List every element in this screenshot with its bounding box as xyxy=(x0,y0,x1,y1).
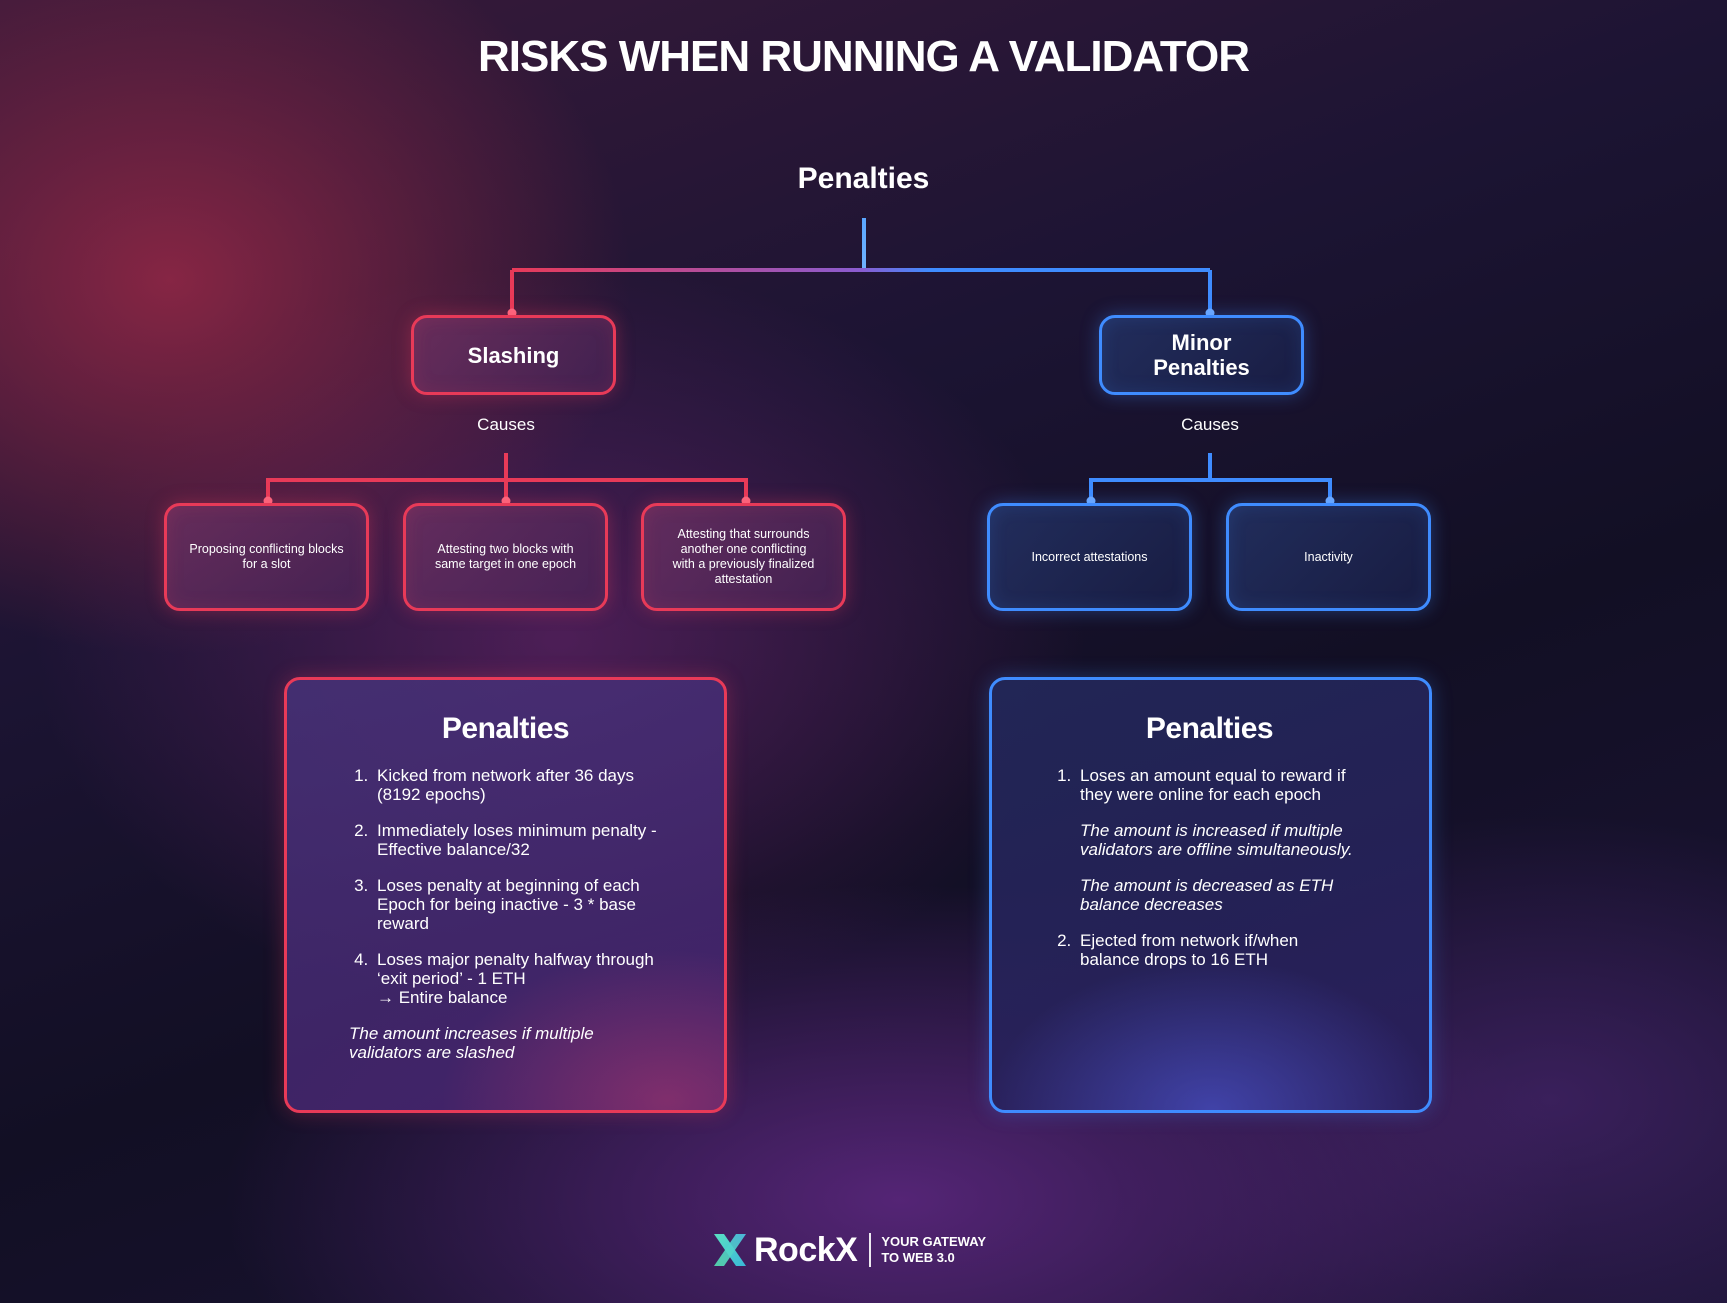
minor-penalties-node: Minor Penalties xyxy=(1099,315,1304,395)
brand-name: RockX xyxy=(754,1230,858,1269)
minor-penalties-title: Penalties xyxy=(1145,712,1274,745)
item-line: (8192 epochs) xyxy=(377,785,486,804)
item-text: Loses an amount equal to reward if they … xyxy=(1080,766,1346,804)
cause-text: Proposing conflicting blocks for a slot xyxy=(189,542,344,571)
item-line: Effective balance/32 xyxy=(377,840,530,859)
list-item: Loses major penalty halfway through ‘exi… xyxy=(373,950,684,1007)
cause-text: Attesting that surrounds another one con… xyxy=(672,527,815,586)
item-line: Loses major penalty halfway through xyxy=(377,950,654,969)
list-item: Kicked from network after 36 days (8192 … xyxy=(373,766,684,804)
rockx-x-icon xyxy=(714,1234,746,1266)
minor-cause-inactivity: Inactivity xyxy=(1226,503,1431,611)
item-note: The amount is increased if multiple vali… xyxy=(1080,821,1353,859)
minor-cause-incorrect-attestations: Incorrect attestations xyxy=(987,503,1192,611)
minor-penalties-node-label: Minor Penalties xyxy=(1153,330,1250,380)
slashing-cause-surrounding-attestation: Attesting that surrounds another one con… xyxy=(641,503,846,611)
root-node-penalties: Penalties xyxy=(797,162,930,195)
slashing-penalties-list: Kicked from network after 36 days (8192 … xyxy=(351,766,684,1007)
minor-penalties-list: Loses an amount equal to reward if they … xyxy=(1054,766,1366,969)
item-line: Immediately loses minimum penalty - xyxy=(377,821,657,840)
item-line: Kicked from network after 36 days xyxy=(377,766,635,785)
page-title: RISKS WHEN RUNNING A VALIDATOR xyxy=(478,32,1250,81)
list-item: Loses penalty at beginning of each Epoch… xyxy=(373,876,684,933)
slashing-penalties-note: The amount increases if multiple validat… xyxy=(349,1024,594,1062)
slashing-cause-proposing-conflicting-blocks: Proposing conflicting blocks for a slot xyxy=(164,503,369,611)
brand-divider xyxy=(869,1233,872,1267)
brand-footer: RockX YOUR GATEWAY TO WEB 3.0 xyxy=(710,1228,986,1272)
cause-text: Inactivity xyxy=(1304,549,1353,564)
item-line: → Entire balance xyxy=(377,988,508,1007)
tagline-line: TO WEB 3.0 xyxy=(881,1250,955,1265)
tagline-line: YOUR GATEWAY xyxy=(881,1234,987,1249)
list-item: Ejected from network if/when balance dro… xyxy=(1076,931,1366,969)
item-line: Loses penalty at beginning of each xyxy=(377,876,640,895)
item-line: reward xyxy=(377,914,429,933)
list-item: Loses an amount equal to reward if they … xyxy=(1076,766,1366,914)
cause-text: Attesting two blocks with same target in… xyxy=(434,542,577,571)
minor-causes-label: Causes xyxy=(1181,415,1239,434)
minor-penalties-panel: Penalties Loses an amount equal to rewar… xyxy=(989,677,1432,1113)
item-note: The amount is decreased as ETH balance d… xyxy=(1080,876,1334,914)
item-line: Epoch for being inactive - 3 * base xyxy=(377,895,636,914)
slashing-penalties-title: Penalties xyxy=(441,712,570,745)
brand-tagline: YOUR GATEWAY TO WEB 3.0 xyxy=(881,1234,986,1266)
slashing-node: Slashing xyxy=(411,315,616,395)
item-text: Ejected from network if/when balance dro… xyxy=(1080,931,1299,969)
slashing-node-label: Slashing xyxy=(467,342,560,368)
item-line: ‘exit period’ - 1 ETH xyxy=(377,969,526,988)
list-item: Immediately loses minimum penalty - Effe… xyxy=(373,821,684,859)
cause-text: Incorrect attestations xyxy=(1031,549,1148,564)
slashing-cause-attesting-two-blocks: Attesting two blocks with same target in… xyxy=(403,503,608,611)
slashing-penalties-panel: Penalties Kicked from network after 36 d… xyxy=(284,677,727,1113)
slashing-causes-label: Causes xyxy=(477,415,535,434)
minor-causes-branch xyxy=(1089,478,1332,500)
